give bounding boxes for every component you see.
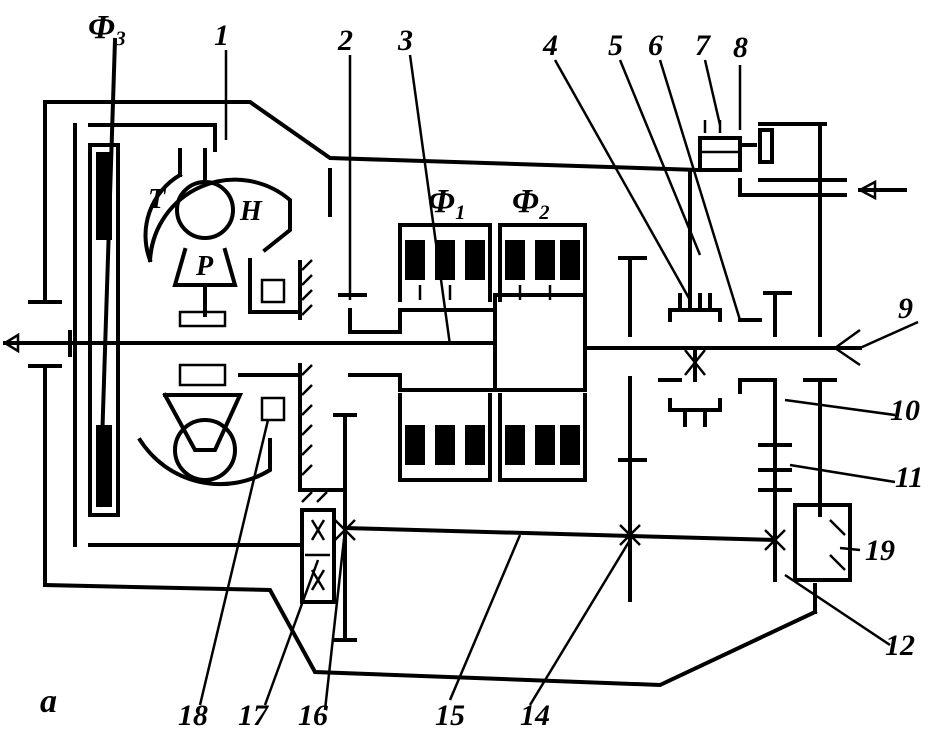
outer-housing <box>42 100 827 688</box>
label-10: 10 <box>890 394 920 427</box>
label-12: 12 <box>885 629 915 662</box>
torque-converter <box>137 148 347 503</box>
label-4: 4 <box>542 29 558 62</box>
shaft-2 <box>328 168 367 297</box>
label-8: 8 <box>733 31 748 64</box>
label-5: 5 <box>608 29 623 62</box>
main-shaft <box>68 293 862 392</box>
label-reactor: P <box>195 251 214 282</box>
label-phi1: Φ₁ <box>428 183 467 220</box>
label-pump-wheel: H <box>239 196 263 227</box>
countershaft-15 <box>333 348 786 642</box>
label-3: 3 <box>397 24 413 57</box>
label-1: 1 <box>214 19 229 52</box>
label-16: 16 <box>298 699 328 732</box>
right-gear-train <box>618 168 861 517</box>
pump-19 <box>793 503 852 582</box>
pump-17 <box>300 508 336 604</box>
label-phi3: Φ₃ <box>88 9 127 46</box>
label-7: 7 <box>695 29 711 62</box>
input-shaft <box>3 300 72 368</box>
label-14: 14 <box>520 699 550 732</box>
label-18: 18 <box>178 699 208 732</box>
label-2: 2 <box>337 24 353 57</box>
label-phi2: Φ₂ <box>512 183 551 220</box>
label-9: 9 <box>898 292 913 325</box>
control-valve-7-8 <box>698 120 907 201</box>
label-19: 19 <box>865 534 895 567</box>
label-17: 17 <box>238 699 269 732</box>
leader-lines <box>198 50 919 711</box>
label-a: a <box>40 683 57 720</box>
label-15: 15 <box>435 699 465 732</box>
clutch-phi3 <box>73 37 302 547</box>
label-turbine: T <box>148 184 167 215</box>
clutch-pack <box>398 223 587 482</box>
labels: Φ₃ 1 2 3 4 5 6 7 8 9 10 11 12 14 15 16 1… <box>40 9 923 732</box>
label-11: 11 <box>895 461 923 494</box>
label-6: 6 <box>648 29 663 62</box>
